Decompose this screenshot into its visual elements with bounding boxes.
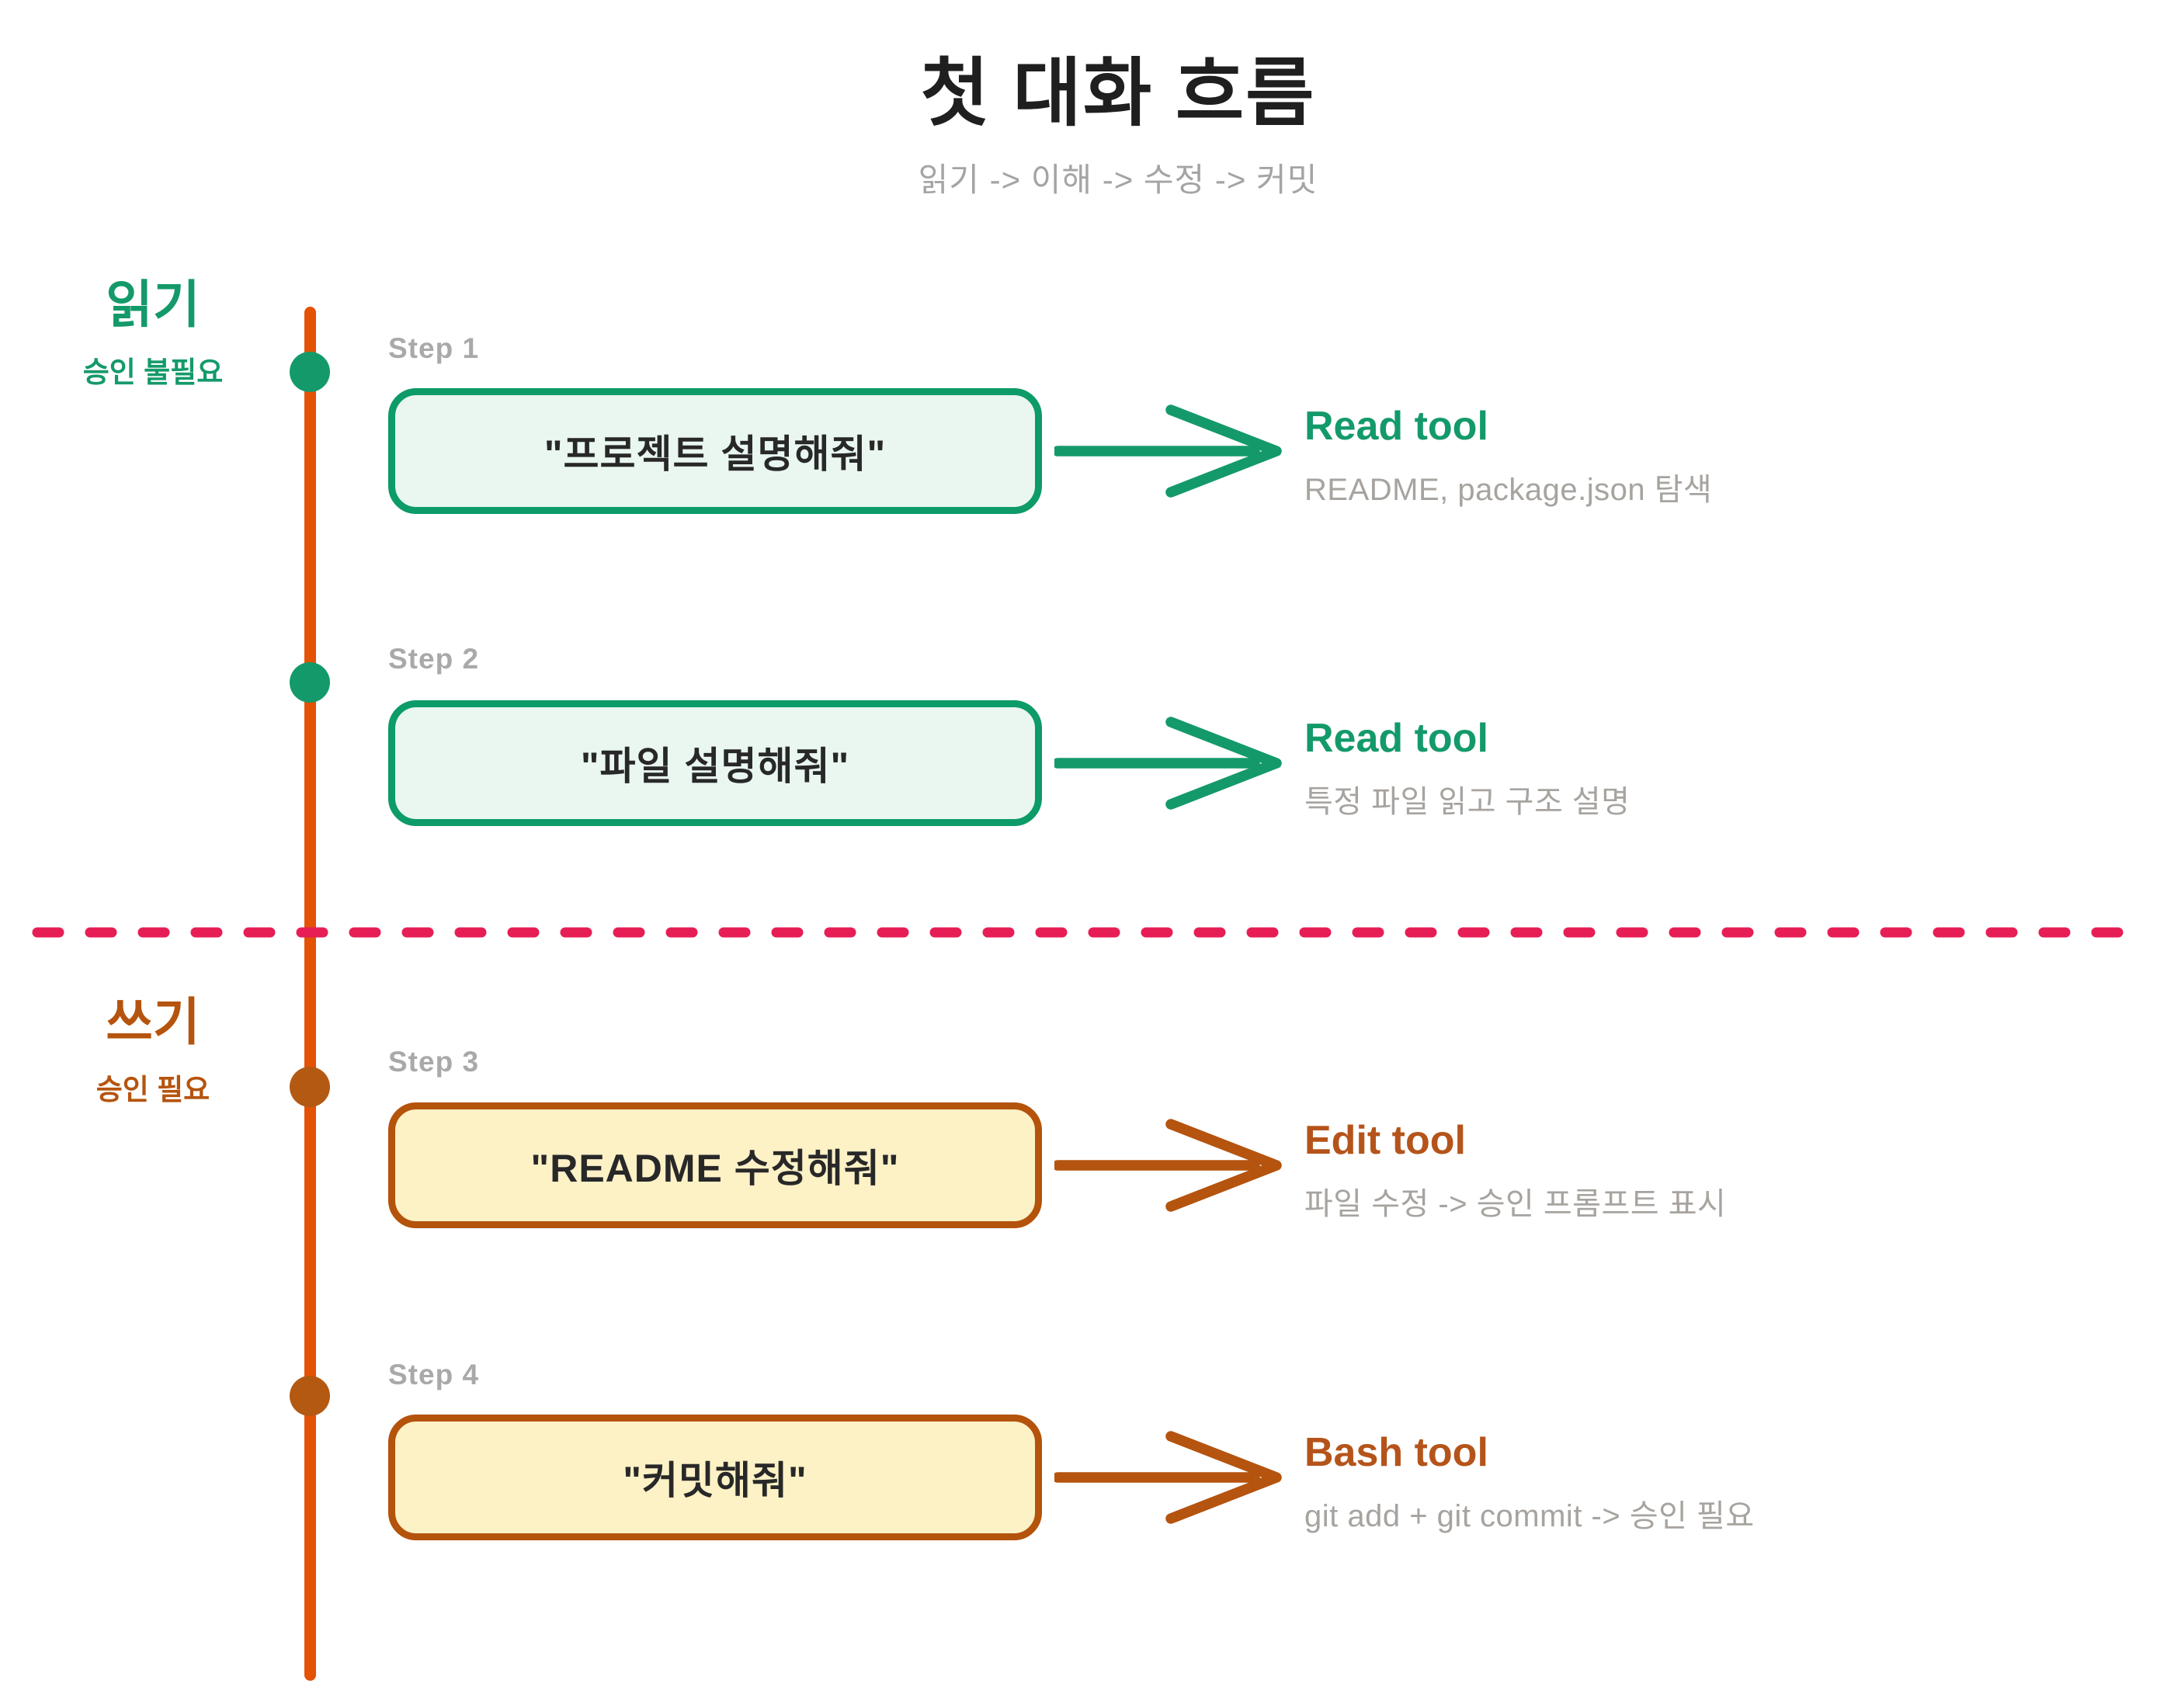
timeline-dot-step3 — [290, 1067, 330, 1107]
phase-read-subtitle: 승인 불필요 — [82, 356, 224, 389]
step2-tool-description: 특정 파일 읽고 구조 설명 — [1304, 784, 1630, 819]
page-title: 첫 대화 흐름 — [920, 52, 1316, 135]
step1-message-box: "프로젝트 설명해줘" — [388, 388, 1042, 514]
phase-write-label: 쓰기 승인 필요 — [40, 995, 266, 1108]
step3-message-text: "README 수정해줘" — [530, 1147, 900, 1190]
step4-label: Step 4 — [388, 1359, 480, 1390]
timeline-line — [304, 307, 316, 1681]
phase-read-label: 읽기 승인 불필요 — [40, 276, 266, 391]
step3-message-box: "README 수정해줘" — [388, 1102, 1042, 1228]
step2-tool-block: Read tool 특정 파일 읽고 구조 설명 — [1304, 716, 2003, 821]
phase-write-subtitle: 승인 필요 — [96, 1074, 210, 1106]
step4-tool-block: Bash tool git add + git commit -> 승인 필요 — [1304, 1430, 2003, 1536]
step4-arrow-icon — [1054, 1431, 1282, 1524]
step4-message-box: "커밋해줘" — [388, 1415, 1042, 1540]
step4-tool-name: Bash tool — [1304, 1430, 1488, 1475]
step1-arrow-icon — [1054, 404, 1282, 498]
step3-tool-description: 파일 수정 -> 승인 프롬프트 표시 — [1304, 1186, 1727, 1221]
step3-label: Step 3 — [388, 1046, 480, 1078]
step2-message-text: "파일 설명해줘" — [580, 745, 850, 788]
timeline-dot-step2 — [290, 662, 330, 703]
phase-divider-dashed-line — [32, 927, 2142, 938]
step2-arrow-icon — [1054, 717, 1282, 810]
phase-read-title: 읽기 — [106, 276, 200, 333]
step4-tool-description: git add + git commit -> 승인 필요 — [1304, 1498, 1755, 1533]
timeline-dot-step4 — [290, 1376, 330, 1416]
phase-write-title: 쓰기 — [106, 993, 200, 1050]
step2-tool-name: Read tool — [1304, 716, 1488, 761]
step2-message-box: "파일 설명해줘" — [388, 700, 1042, 826]
page-subtitle: 읽기 -> 이해 -> 수정 -> 커밋 — [918, 161, 1318, 198]
step3-tool-name: Edit tool — [1304, 1118, 1466, 1163]
step4-message-text: "커밋해줘" — [623, 1459, 807, 1502]
step2-label: Step 2 — [388, 643, 480, 675]
step3-tool-block: Edit tool 파일 수정 -> 승인 프롬프트 표시 — [1304, 1118, 2003, 1224]
step1-tool-name: Read tool — [1304, 404, 1488, 449]
step3-arrow-icon — [1054, 1119, 1282, 1212]
step1-tool-description: README, package.json 탐색 — [1304, 472, 1713, 507]
step1-label: Step 1 — [388, 332, 480, 364]
timeline-dot-step1 — [290, 352, 330, 392]
step1-tool-block: Read tool README, package.json 탐색 — [1304, 404, 2003, 509]
step1-message-text: "프로젝트 설명해줘" — [544, 432, 887, 476]
